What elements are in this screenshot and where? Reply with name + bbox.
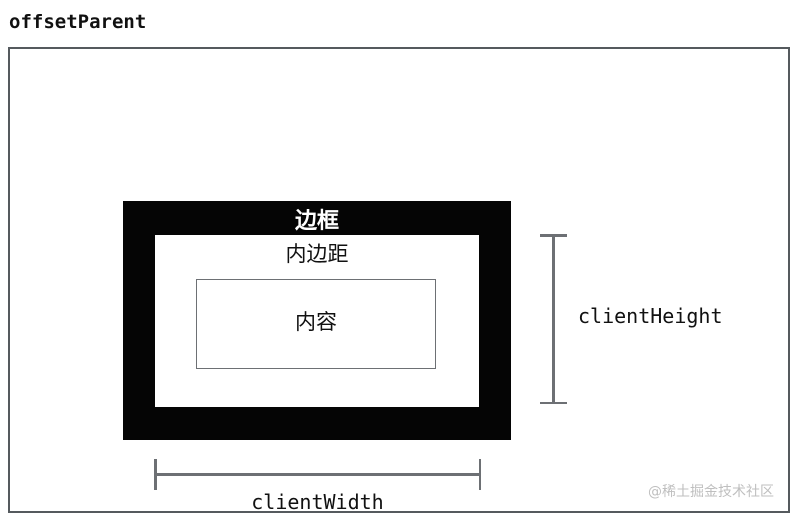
content-box-label: 内容 [295, 310, 337, 334]
client-width-dimension-line [154, 459, 481, 490]
content-box: 内容 [196, 279, 436, 369]
client-height-dimension-line [540, 234, 567, 404]
border-box-label: 边框 [294, 209, 339, 234]
padding-box-label: 内边距 [285, 242, 349, 266]
dimension-cap-bottom [540, 401, 567, 404]
dimension-stem-horizontal [155, 473, 480, 476]
dimension-stem-vertical [552, 236, 555, 402]
offset-parent-container: 边框 内边距 内容 clientHeight clientWidth @稀土掘金… [8, 47, 790, 514]
watermark: @稀土掘金技术社区 [648, 484, 774, 500]
client-height-label: clientHeight [578, 304, 723, 328]
border-box: 边框 内边距 内容 [123, 201, 511, 440]
dimension-cap-top [540, 234, 567, 237]
padding-box: 内边距 内容 [155, 235, 479, 407]
client-width-label: clientWidth [251, 490, 384, 514]
dimension-cap-right [478, 459, 481, 490]
page-title: offsetParent [9, 11, 147, 33]
